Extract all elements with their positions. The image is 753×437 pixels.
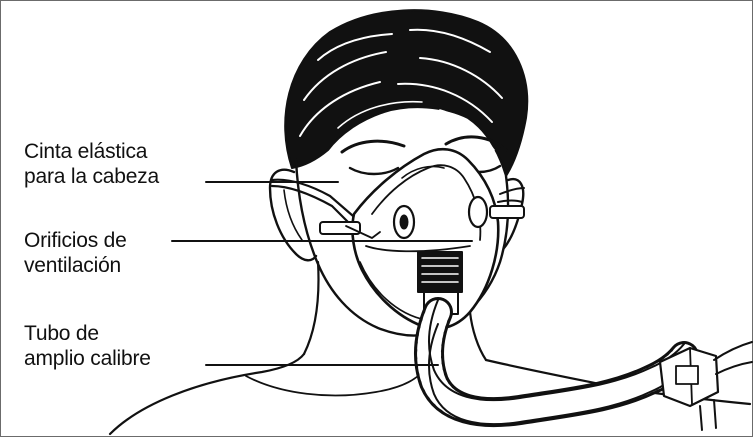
- label-vent-holes: Orificios de ventilación: [24, 228, 127, 278]
- label-wide-bore-tube: Tubo de amplio calibre: [24, 321, 151, 371]
- left-eye: [350, 168, 398, 174]
- label-vent-holes-line1: Orificios de: [24, 228, 127, 253]
- label-head-strap-line1: Cinta elástica: [24, 139, 159, 164]
- label-wide-bore-tube-line1: Tubo de: [24, 321, 151, 346]
- mask: [320, 149, 524, 328]
- corrugated-tube: [429, 300, 684, 424]
- head-strap-right: [498, 188, 524, 202]
- left-ear: [270, 170, 316, 261]
- label-head-strap-line2: para la cabeza: [24, 164, 159, 189]
- hair: [285, 10, 527, 176]
- label-vent-holes-line2: ventilación: [24, 253, 127, 278]
- label-head-strap: Cinta elástica para la cabeza: [24, 139, 159, 189]
- valve-block: [660, 342, 752, 430]
- collar: [246, 370, 424, 395]
- left-eyebrow: [342, 141, 404, 152]
- label-wide-bore-tube-line2: amplio calibre: [24, 346, 151, 371]
